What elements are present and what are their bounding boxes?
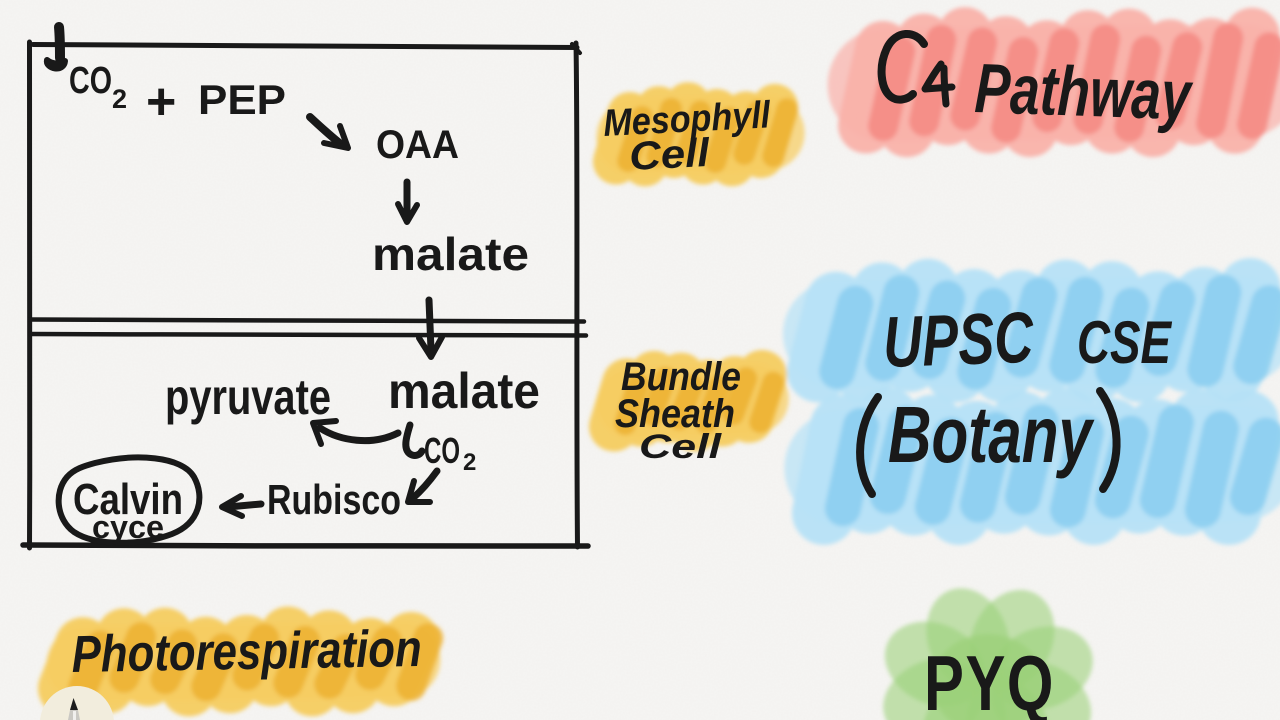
svg-text:malate: malate [388, 363, 540, 419]
svg-text:Photorespiration: Photorespiration [71, 620, 422, 684]
svg-text:Calvin: Calvin [73, 475, 183, 524]
svg-text:+: + [146, 73, 176, 131]
svg-text:cyce: cyce [92, 509, 164, 545]
svg-text:PEP: PEP [198, 76, 286, 123]
svg-text:UPSC: UPSC [882, 298, 1035, 383]
svg-text:Sheath: Sheath [615, 392, 735, 436]
svg-text:malate: malate [372, 228, 529, 280]
svg-text:Botany: Botany [888, 390, 1095, 479]
svg-text:Mesophyll: Mesophyll [602, 94, 772, 145]
svg-text:Cell: Cell [639, 428, 723, 466]
svg-text:Rubisco: Rubisco [267, 476, 401, 523]
svg-text:pyruvate: pyruvate [165, 369, 331, 425]
svg-text:OAA: OAA [376, 123, 459, 167]
svg-text:Pathway: Pathway [973, 49, 1194, 135]
svg-text:Bundle: Bundle [621, 355, 741, 399]
svg-text:CSE: CSE [1077, 309, 1173, 376]
svg-text:Cell: Cell [628, 131, 711, 179]
svg-text:2: 2 [463, 449, 476, 476]
svg-text:PYQ: PYQ [924, 639, 1055, 720]
svg-text:CO: CO [69, 60, 112, 102]
svg-text:CO: CO [424, 430, 460, 471]
svg-text:2: 2 [112, 84, 127, 114]
